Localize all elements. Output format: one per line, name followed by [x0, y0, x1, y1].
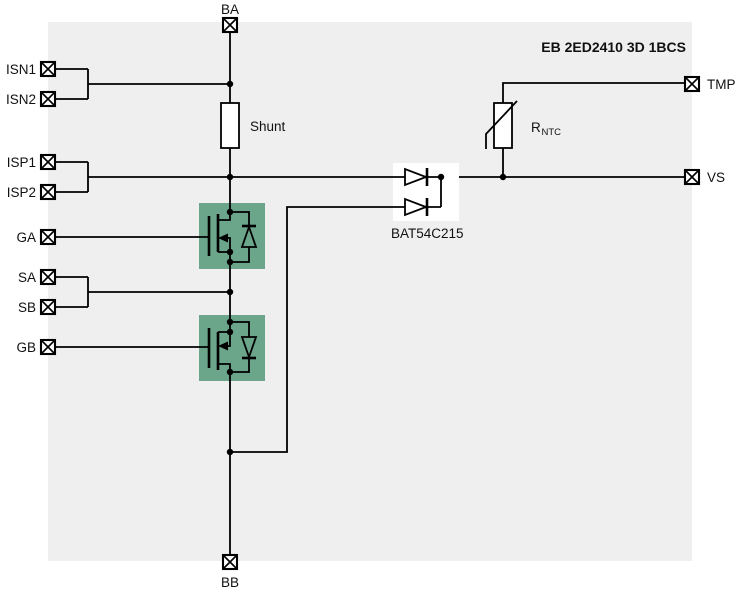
shunt-resistor	[220, 102, 240, 149]
terminal-x-icon	[40, 269, 56, 285]
junction-dot	[226, 248, 234, 256]
diode-pair-leads	[393, 176, 442, 208]
wire-isn	[55, 68, 230, 100]
terminal-isn2	[39, 90, 57, 108]
ntc-thermistor	[485, 100, 518, 149]
terminal-bb-label: BB	[221, 575, 239, 590]
labels: EB 2ED2410 3D 1BCS BA BB ISN1 ISN2 ISP1 …	[6, 2, 736, 590]
terminal-vs-label: VS	[707, 170, 725, 185]
diode-top-icon	[404, 167, 429, 187]
terminal-ba-label: BA	[221, 2, 239, 17]
terminal-sb-label: SB	[18, 300, 36, 315]
terminal-ga	[39, 228, 57, 246]
wire-sa-sb	[55, 276, 230, 308]
mosfet-a-diode-leads	[230, 211, 250, 263]
terminal-isn2-label: ISN2	[6, 92, 36, 107]
terminal-isn1-label: ISN1	[6, 62, 36, 77]
terminal-x-icon	[40, 154, 56, 170]
ntc-diagonal-icon	[485, 100, 518, 149]
terminal-x-icon	[40, 184, 56, 200]
mosfet-a	[199, 203, 265, 269]
terminal-x-icon	[684, 76, 700, 92]
terminal-gb	[39, 338, 57, 356]
junction-dot	[499, 173, 507, 181]
mosfet-b	[199, 315, 265, 381]
terminal-isn1	[39, 60, 57, 78]
schematic-title: EB 2ED2410 3D 1BCS	[541, 39, 686, 55]
ntc-label-sub: NTC	[542, 127, 562, 138]
diode-bottom-icon	[404, 197, 429, 217]
shunt-body	[220, 102, 240, 149]
terminal-tmp-label: TMP	[707, 77, 736, 92]
terminal-sa-label: SA	[18, 270, 36, 285]
junction-dot	[226, 288, 234, 296]
terminals	[39, 16, 701, 571]
wire-isp	[55, 161, 405, 193]
terminal-isp2-label: ISP2	[7, 185, 36, 200]
wire-bb-node-to-diode	[230, 206, 405, 453]
terminal-sa	[39, 268, 57, 286]
junction-dot	[226, 80, 234, 88]
wire-ntc-to-tmp	[502, 82, 685, 103]
mosfet-b-body-diode-icon	[240, 336, 258, 360]
terminal-x-icon	[222, 17, 238, 33]
wires	[55, 32, 685, 555]
terminal-gb-label: GB	[16, 340, 36, 355]
terminal-x-icon	[40, 339, 56, 355]
mosfet-b-diode-leads	[230, 321, 250, 373]
junction-dot	[226, 328, 234, 336]
terminal-isp1	[39, 153, 57, 171]
mosfet-b-arrow-icon	[218, 341, 228, 351]
mosfet-a-body-diode-icon	[240, 224, 258, 248]
junction-dot	[437, 173, 445, 181]
junction-dot	[226, 448, 234, 456]
terminal-tmp	[683, 75, 701, 93]
terminal-x-icon	[40, 229, 56, 245]
terminal-x-icon	[40, 299, 56, 315]
terminal-x-icon	[684, 169, 700, 185]
ntc-label-base: R	[531, 120, 541, 135]
diode-pair-label: BAT54C215	[391, 226, 464, 241]
terminal-ba	[221, 16, 239, 34]
bat54c215-diode-pair	[393, 163, 459, 221]
junction-dots	[226, 80, 507, 456]
shunt-label: Shunt	[250, 119, 286, 134]
terminal-isp2	[39, 183, 57, 201]
terminal-ga-label: GA	[16, 230, 36, 245]
terminal-bb	[221, 553, 239, 571]
terminal-vs	[683, 168, 701, 186]
terminal-x-icon	[222, 554, 238, 570]
terminal-x-icon	[40, 61, 56, 77]
terminal-isp1-label: ISP1	[7, 155, 36, 170]
junction-dot	[226, 173, 234, 181]
mosfet-a-arrow-icon	[218, 233, 228, 243]
terminal-sb	[39, 298, 57, 316]
terminal-x-icon	[40, 91, 56, 107]
